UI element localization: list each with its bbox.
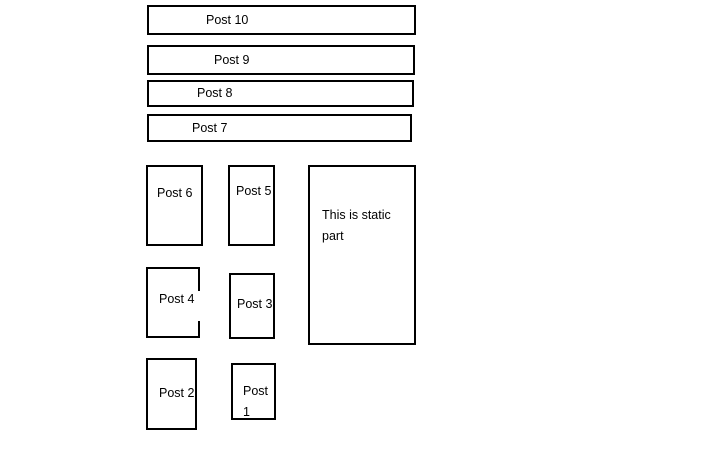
post-card-label: Post 2	[159, 386, 195, 400]
post-banner-label: Post 8	[197, 86, 233, 100]
static-part-label: This is static part	[322, 208, 391, 243]
card-border-segment-top	[198, 267, 200, 291]
post-banner-label: Post 7	[192, 120, 228, 135]
post-card-post-3[interactable]: Post 3	[229, 273, 275, 339]
post-banner-post-10[interactable]: Post 10	[147, 5, 416, 35]
post-card-post-6[interactable]: Post 6	[146, 165, 203, 246]
post-card-post-4[interactable]: Post 4	[146, 267, 200, 338]
post-banner-post-9[interactable]: Post 9	[147, 45, 415, 75]
post-banner-post-7[interactable]: Post 7	[147, 114, 412, 142]
post-card-post-5[interactable]: Post 5	[228, 165, 275, 246]
card-border-segment-bottom	[198, 321, 200, 338]
post-card-post-1[interactable]: Post 1	[231, 363, 276, 420]
post-card-label: Post 6	[157, 186, 193, 200]
post-card-label: Post 1	[243, 384, 269, 419]
post-card-post-2[interactable]: Post 2	[146, 358, 197, 430]
post-card-label: Post 4	[159, 292, 195, 306]
post-card-label: Post 5	[236, 184, 272, 198]
static-part-panel: This is static part	[308, 165, 416, 345]
post-card-label: Post 3	[237, 297, 273, 311]
post-banner-label: Post 10	[206, 12, 249, 27]
post-banner-label: Post 9	[214, 52, 250, 67]
post-banner-post-8[interactable]: Post 8	[147, 80, 414, 107]
